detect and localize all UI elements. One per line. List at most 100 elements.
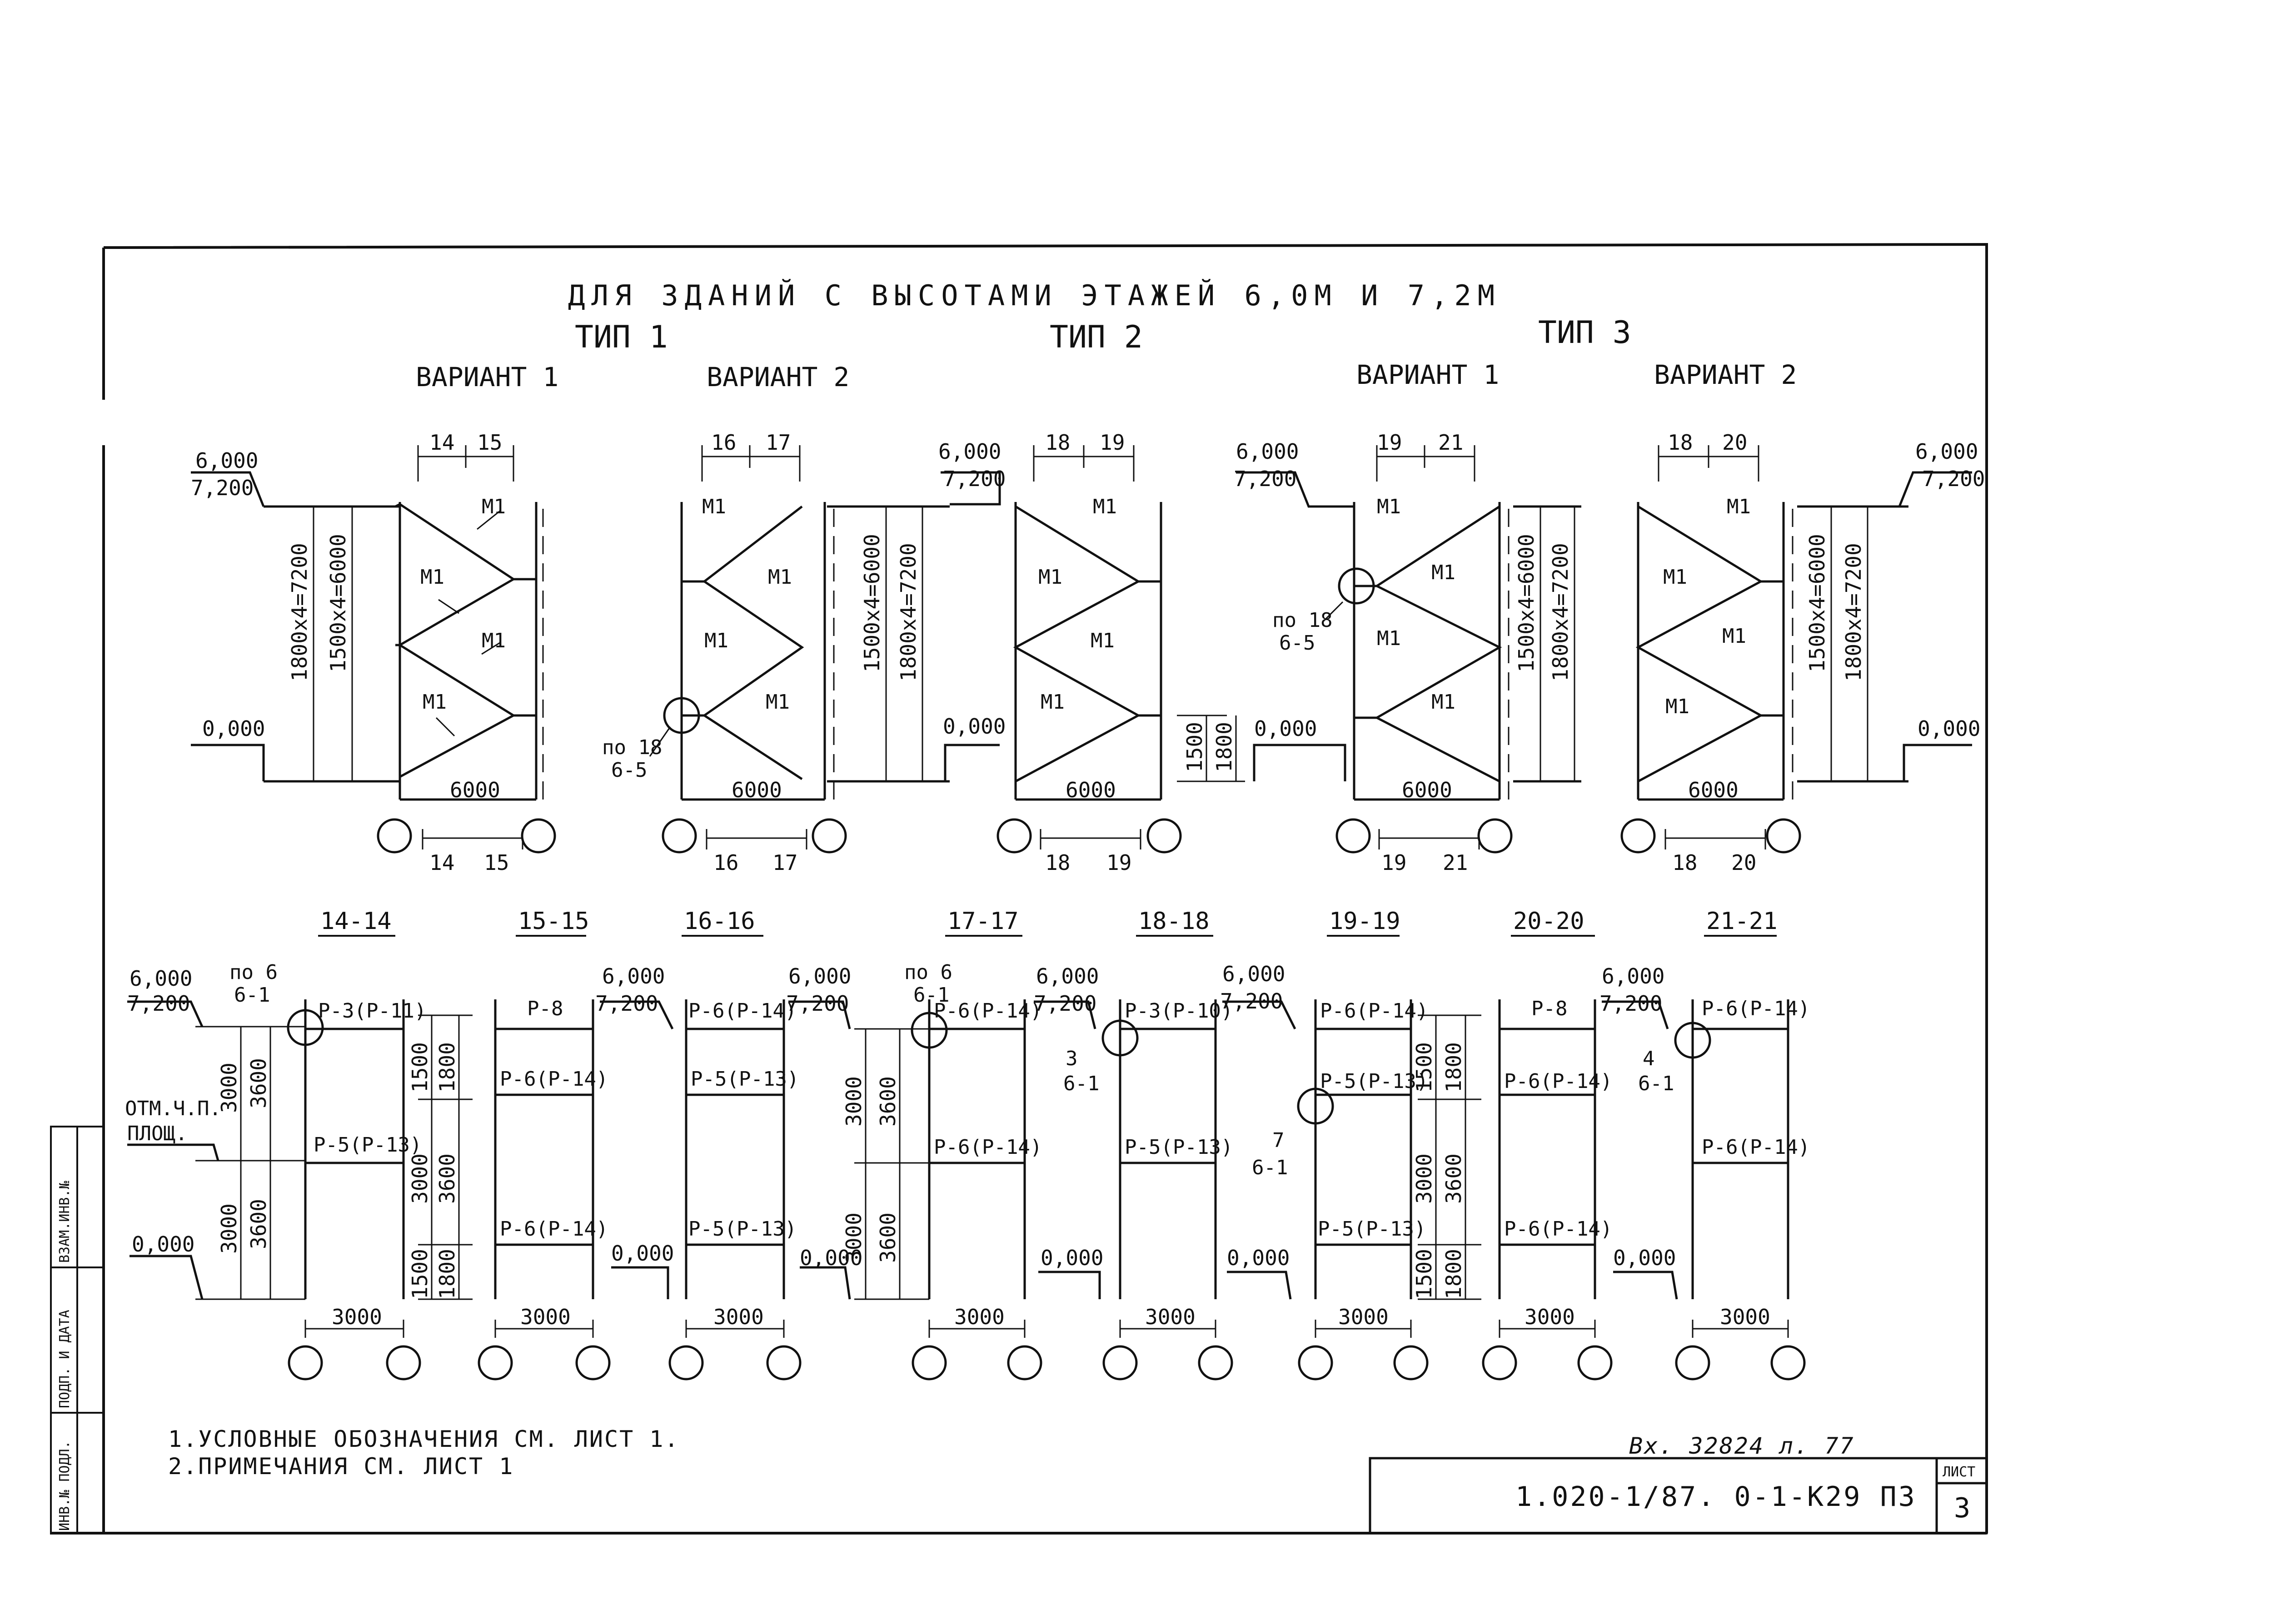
elev3-top-right: 19 (1100, 430, 1125, 455)
s6-d1800b: 1800 (1441, 1249, 1466, 1299)
s6-beam-mid: Р-5(Р-13) (1320, 1070, 1428, 1093)
section-title-15: 15-15 (518, 908, 589, 935)
s2-d3000: 3000 (408, 1153, 432, 1204)
s4-ref-den: 6-1 (913, 983, 949, 1007)
section-axis-markers (288, 1345, 1806, 1381)
elev2-m1-d: М1 (766, 690, 790, 714)
s8-beam-top: Р-6(Р-14) (1702, 997, 1810, 1020)
elev5-m1-b: М1 (1663, 566, 1687, 589)
axis-marker-2b (812, 818, 847, 854)
elev5-dim-h1: 1800х4=7200 (1841, 543, 1866, 681)
elev2-m1-c: М1 (704, 629, 728, 652)
s4-d3600b: 3600 (876, 1212, 900, 1263)
elev1-top-right: 15 (477, 430, 502, 455)
elev4-level-6: 6,000 (1236, 439, 1299, 464)
s4-beam-top: Р-6(Р-14) (934, 999, 1042, 1023)
s5-ref-den: 6-1 (1063, 1072, 1099, 1095)
s6-beam-top: Р-6(Р-14) (1320, 999, 1428, 1023)
elev5-m1-d: М1 (1665, 695, 1689, 718)
s6-d1500a: 1500 (1412, 1042, 1436, 1093)
s6-d1800a: 1800 (1441, 1042, 1466, 1093)
elev1-top-left: 14 (429, 430, 454, 455)
type-2-title: ТИП 2 (1050, 319, 1143, 355)
section-title-17: 17-17 (947, 908, 1019, 935)
elev4-m1-b: М1 (1431, 561, 1455, 584)
s1-otm-1: ОТМ.Ч.П. (125, 1097, 221, 1120)
s4-level-72: 7,200 (1034, 991, 1096, 1016)
side-inv: ИНВ.№ ПОДЛ. (57, 1440, 73, 1531)
s4-d3000a: 3000 (842, 1076, 866, 1127)
s1-level-72: 7,200 (127, 991, 190, 1016)
s3-beam-mid: Р-5(Р-13) (691, 1068, 799, 1091)
node-marker-s8 (1674, 1022, 1711, 1059)
s2-d1500b: 1500 (408, 1249, 432, 1299)
s3-level-0: 0,000 (800, 1246, 862, 1270)
s3-level-6: 6,000 (788, 964, 851, 988)
note-1: 1.УСЛОВНЫЕ ОБОЗНАЧЕНИЯ СМ. ЛИСТ 1. (168, 1426, 680, 1452)
sections-geometry (127, 999, 1789, 1338)
s8-beam-mid: Р-6(Р-14) (1702, 1136, 1810, 1159)
s8-ref-den: 6-1 (1638, 1072, 1674, 1095)
section-title-19: 19-19 (1329, 908, 1400, 935)
elev2-m1-a: М1 (702, 495, 726, 518)
elev4-bot-left: 19 (1381, 850, 1406, 875)
s5-level-0: 0,000 (1227, 1246, 1290, 1270)
elev1-level-6: 6,000 (195, 448, 258, 473)
s7-beam-low: Р-6(Р-14) (1504, 1217, 1612, 1241)
s4-beam-mid: Р-6(Р-14) (934, 1136, 1042, 1159)
node-marker-s5 (1101, 1019, 1139, 1057)
s5-ref-num: 3 (1066, 1047, 1078, 1070)
elev1-dim-h1: 1800х4=7200 (287, 543, 312, 681)
elev3-span: 6000 (1066, 778, 1116, 802)
variant-3-label: ВАРИАНТ 1 (1356, 359, 1499, 390)
s2-bay: 3000 (520, 1305, 571, 1329)
elev5-top-left: 18 (1668, 430, 1693, 455)
elev2-dim-h1: 1800х4=7200 (896, 543, 921, 681)
variant-4-label: ВАРИАНТ 2 (1654, 359, 1797, 390)
section-title-14: 14-14 (320, 908, 392, 935)
elev2-bot-left: 16 (713, 850, 738, 875)
elev1-m1-a: М1 (482, 495, 506, 518)
axis-marker-2a (662, 818, 697, 854)
s4-d3600a: 3600 (876, 1076, 900, 1127)
s3-level-72: 7,200 (786, 991, 849, 1016)
s2-d3600: 3600 (435, 1153, 459, 1204)
title-block-sheet-no: 3 (1954, 1492, 1972, 1524)
elev1-span: 6000 (450, 778, 500, 802)
s1-ref-den: 6-1 (234, 983, 270, 1007)
s3-bay: 3000 (713, 1305, 764, 1329)
axis-marker-4b (1477, 818, 1513, 854)
elev2-top-left: 16 (711, 430, 736, 455)
type-3-title: ТИП 3 (1538, 315, 1631, 351)
s1-ref-num: по 6 (229, 961, 278, 984)
type-1-title: ТИП 1 (575, 319, 668, 355)
s1-beam-top: Р-3(Р-11) (318, 999, 426, 1023)
elev4-top-left: 19 (1377, 430, 1402, 455)
s3-beam-low: Р-5(Р-13) (688, 1217, 797, 1241)
s7-level-72: 7,200 (1599, 991, 1662, 1016)
elev5-span: 6000 (1688, 778, 1739, 802)
elev3-bot-right: 19 (1106, 850, 1131, 875)
side-sign: ПОДП. И ДАТА (57, 1310, 73, 1408)
sheet-header: ДЛЯ ЗДАНИЙ С ВЫСОТАМИ ЭТАЖЕЙ 6,0М И 7,2М (568, 279, 1501, 312)
elev1-m1-c: М1 (482, 629, 506, 652)
sheet-frame (50, 243, 1988, 1535)
s2-beam-low: Р-6(Р-14) (500, 1217, 608, 1241)
s7-level-6: 6,000 (1602, 964, 1664, 988)
s2-level-0: 0,000 (611, 1241, 674, 1266)
elev2-level-6: 6,000 (938, 439, 1001, 464)
s1-d3000b: 3000 (217, 1203, 241, 1254)
elevation-2 (649, 445, 1001, 849)
s2-level-72: 7,200 (595, 991, 658, 1016)
s5-beam-mid: Р-5(Р-13) (1125, 1136, 1233, 1159)
elev4-ref-num: по 18 (1272, 609, 1332, 632)
elevation-3 (1013, 445, 1318, 849)
section-title-21: 21-21 (1706, 908, 1778, 935)
side-strip (50, 1126, 105, 1534)
section-title-16: 16-16 (684, 908, 755, 935)
s4-d3000b: 3000 (842, 1212, 866, 1263)
elev3-top-left: 18 (1045, 430, 1070, 455)
s6-beam-low: Р-5(Р-13) (1318, 1217, 1426, 1241)
elev2-ref-den: 6-5 (611, 759, 647, 782)
s1-d3600a: 3600 (246, 1058, 271, 1108)
